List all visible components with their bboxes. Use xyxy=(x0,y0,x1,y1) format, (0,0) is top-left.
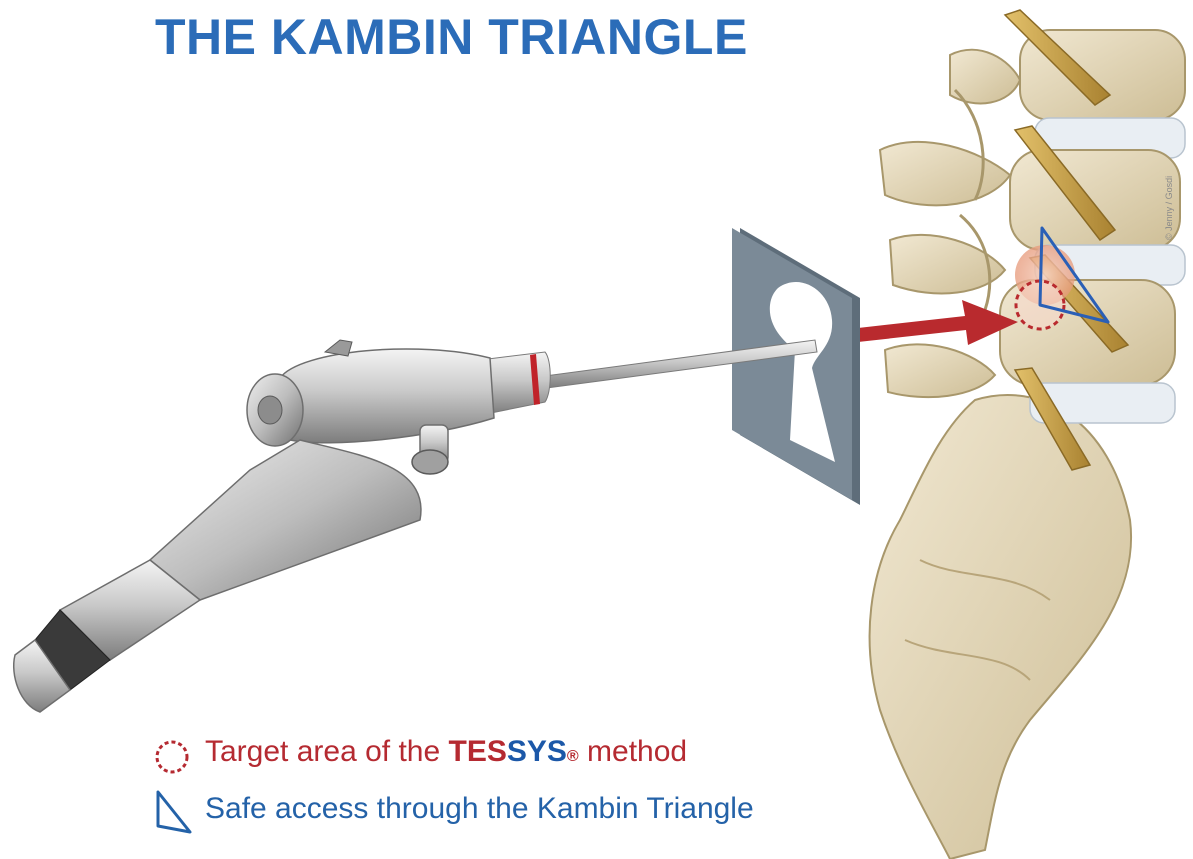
surgical-instrument xyxy=(14,340,817,712)
legend-target-area: Target area of the TES SYS ® method xyxy=(205,735,687,769)
legend-target-text: Target area of the TES SYS ® method xyxy=(205,735,687,769)
legend-safe-access: Safe access through the Kambin Triangle xyxy=(205,792,754,826)
triangle-outline-icon xyxy=(158,792,190,832)
lumbar-vertebrae xyxy=(880,30,1185,423)
sacrum xyxy=(870,395,1132,859)
keyhole-plate xyxy=(732,228,860,505)
access-arrow xyxy=(858,300,1018,345)
legend-safe-access-text: Safe access through the Kambin Triangle xyxy=(205,792,754,826)
illustration-credit: © Jenny / Gosdi xyxy=(1164,176,1174,240)
dotted-circle-icon xyxy=(157,742,187,772)
spine-illustration: © Jenny / Gosdi xyxy=(870,10,1185,859)
